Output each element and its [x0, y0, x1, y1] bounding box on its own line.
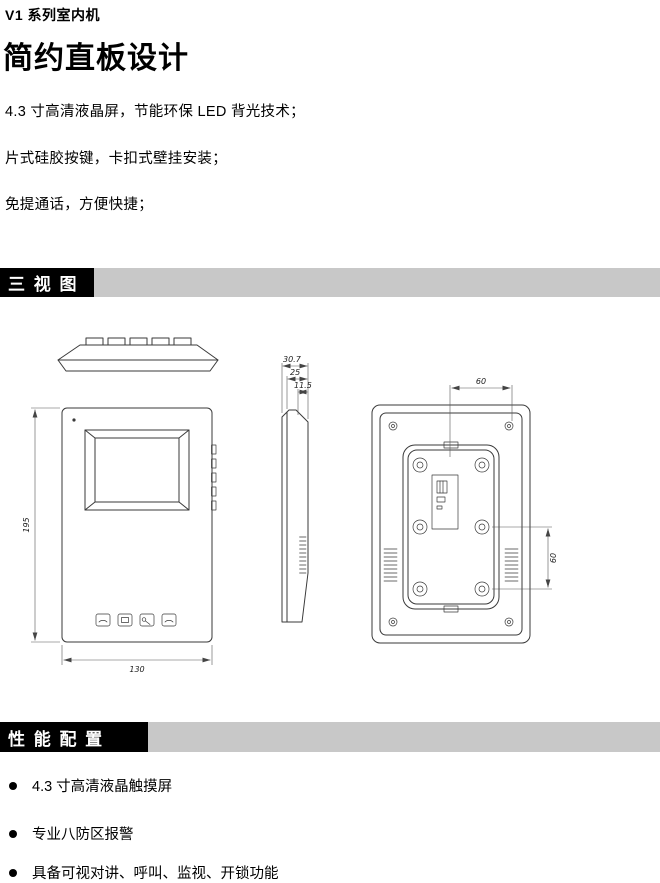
spec-text: 具备可视对讲、呼叫、监视、开锁功能 [32, 866, 279, 882]
section-title-views: 三 视 图 [0, 268, 94, 297]
back-view [371, 404, 531, 644]
talk-button [95, 613, 111, 627]
side-depth-total-label: 30.7 [283, 355, 302, 364]
spec-text: 4.3 寸高清液晶触摸屏 [32, 779, 173, 795]
feature-line: 免提通话，方便快捷； [5, 197, 153, 213]
monitor-button [117, 613, 133, 627]
mic-hole [72, 418, 76, 422]
screen-bezel [84, 429, 190, 511]
front-width-label: 130 [129, 665, 144, 674]
side-depth-panel-label: 11.5 [294, 381, 312, 390]
handset-down-icon [164, 620, 174, 623]
monitor-icon [121, 617, 129, 623]
side-vents [299, 536, 307, 574]
back-hole-spacing-h-label: 60 [476, 377, 486, 386]
terminal-block [431, 474, 459, 530]
front-buttons [95, 613, 177, 627]
bullet-icon [9, 829, 17, 838]
dim-back-width: 60 [449, 377, 513, 457]
back-vents [383, 548, 519, 582]
hangup-button [161, 613, 177, 627]
section-bar-views: 三 视 图 [0, 268, 660, 297]
section-title-specs: 性 能 配 置 [0, 722, 148, 752]
dim-front-width: 130 [61, 645, 213, 674]
series-heading: V1 系列室内机 [5, 7, 101, 23]
mounting-plate [402, 444, 500, 610]
spec-list-item: 4.3 寸高清液晶触摸屏 [9, 775, 172, 796]
key-icon [141, 617, 147, 622]
side-keys [211, 444, 217, 511]
back-hole-spacing-v-label: 60 [549, 553, 558, 563]
dim-back-height: 60 [492, 526, 558, 590]
spec-list-item: 具备可视对讲、呼叫、监视、开锁功能 [9, 862, 279, 883]
unlock-button [139, 613, 155, 627]
three-view-drawing: 195 130 [22, 337, 558, 674]
spec-text: 专业八防区报警 [32, 827, 134, 843]
screen [94, 437, 180, 503]
corner-screws [388, 421, 514, 627]
page-title: 简约直板设计 [3, 42, 189, 75]
feature-line: 片式硅胶按键，卡扣式壁挂安装； [5, 151, 227, 167]
spec-list-item: 专业八防区报警 [9, 823, 134, 844]
side-depth-body-label: 25 [290, 368, 300, 377]
dim-side-depths: 30.7 25 11.5 [281, 355, 312, 419]
handset-icon [98, 620, 108, 623]
section-bar-specs: 性 能 配 置 [0, 722, 660, 752]
front-view [61, 407, 217, 643]
dim-front-height: 195 [22, 407, 60, 643]
feature-line: 4.3 寸高清液晶屏，节能环保 LED 背光技术； [5, 104, 305, 120]
front-height-label: 195 [22, 517, 31, 532]
top-view [57, 337, 219, 372]
side-view [281, 409, 309, 623]
bullet-icon [9, 781, 17, 790]
bullet-icon [9, 868, 17, 877]
mounting-bosses [412, 457, 490, 597]
